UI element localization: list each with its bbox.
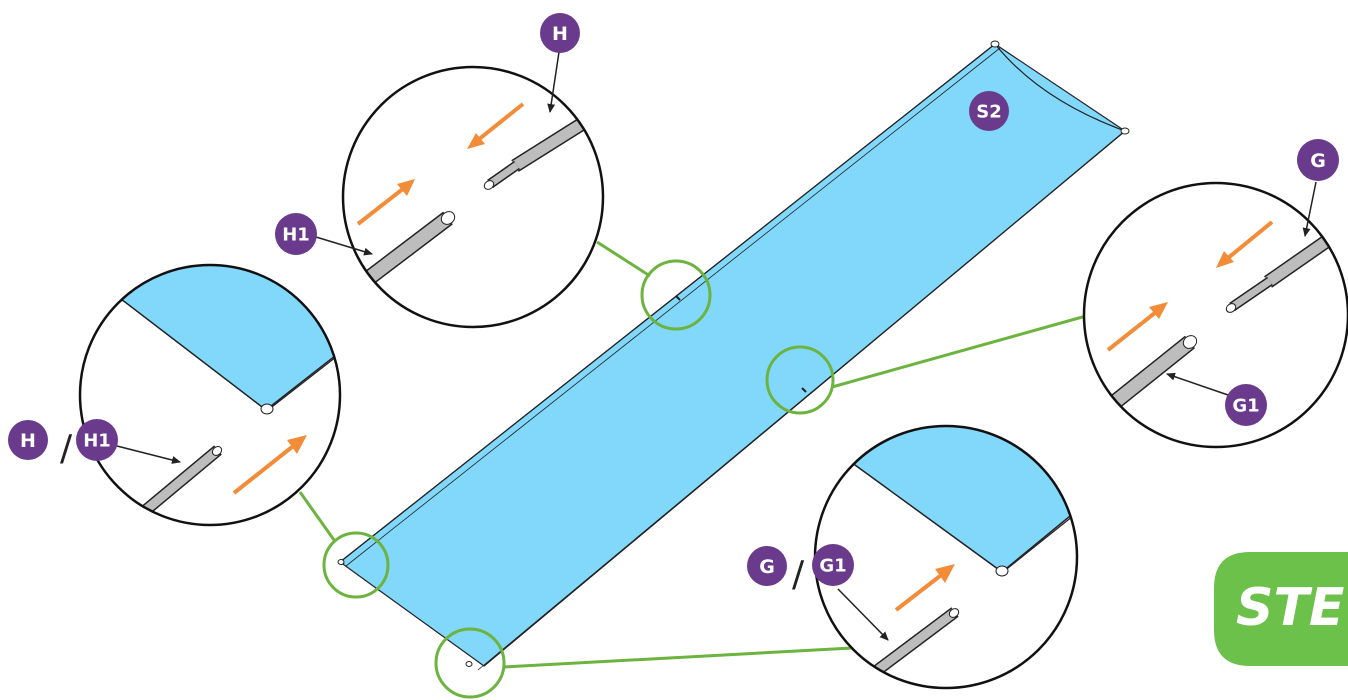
pole-joint <box>801 387 807 393</box>
direction-arrow <box>894 574 942 612</box>
callout-leader-right <box>831 314 1087 389</box>
badge-g-bottom: G <box>747 546 787 586</box>
slash-left: / <box>60 428 73 469</box>
svg-text:G: G <box>759 556 775 578</box>
callout-ring-top <box>640 259 712 331</box>
svg-text:H: H <box>20 430 36 452</box>
step-badge: STE <box>1214 552 1348 666</box>
direction-arrow <box>356 186 406 226</box>
pole-end-cap <box>990 40 1000 48</box>
callout-leader-top <box>596 240 651 278</box>
detail-view-top: H H1 <box>275 13 605 329</box>
badge-h1-top: H1 <box>275 213 317 255</box>
pole-joint <box>675 295 681 301</box>
fabric-panel <box>337 40 1130 671</box>
callout-markers <box>298 240 1087 699</box>
pole-channel-left-inner <box>345 47 1001 567</box>
pole-end-cap <box>1120 127 1130 135</box>
svg-text:H: H <box>552 23 568 45</box>
step-label: STE <box>1236 578 1344 638</box>
badge-h1-left: H1 <box>76 419 118 461</box>
direction-arrow <box>232 445 294 495</box>
detail-view-left: H / H1 <box>8 263 342 527</box>
detail-view-bottom: G / G1 <box>747 424 1079 690</box>
slash-bottom: / <box>792 554 805 595</box>
direction-arrow <box>1226 220 1274 260</box>
callout-ring-left <box>322 531 390 599</box>
callout-leader-left <box>298 491 336 541</box>
callout-ring-bottom <box>434 627 506 699</box>
badge-g-right: G <box>1297 139 1339 181</box>
svg-text:G1: G1 <box>1232 396 1259 417</box>
svg-text:H1: H1 <box>83 431 111 452</box>
pole-channel-right-inner <box>477 135 1120 671</box>
svg-text:H1: H1 <box>282 225 310 246</box>
direction-arrow <box>1106 310 1158 352</box>
detail-view-right: G G1 <box>1082 139 1348 449</box>
svg-text:G: G <box>1310 150 1326 172</box>
pole-end-cap <box>337 559 345 565</box>
svg-text:G1: G1 <box>819 556 846 577</box>
pole-channel-left <box>339 43 996 563</box>
fabric-curved-edge <box>994 43 1126 132</box>
fabric-label-badge: S2 <box>969 91 1009 131</box>
badge-h-top: H <box>540 13 580 53</box>
callout-ring-middle <box>765 345 835 415</box>
badge-g1-bottom: G1 <box>812 544 854 586</box>
badge-h-left: H <box>8 420 48 460</box>
fabric-label: S2 <box>976 102 1002 123</box>
badge-g1-right: G1 <box>1225 384 1267 426</box>
pole-end-cap <box>465 661 473 667</box>
direction-arrow <box>476 102 525 142</box>
callout-leader-bottom <box>503 646 853 669</box>
